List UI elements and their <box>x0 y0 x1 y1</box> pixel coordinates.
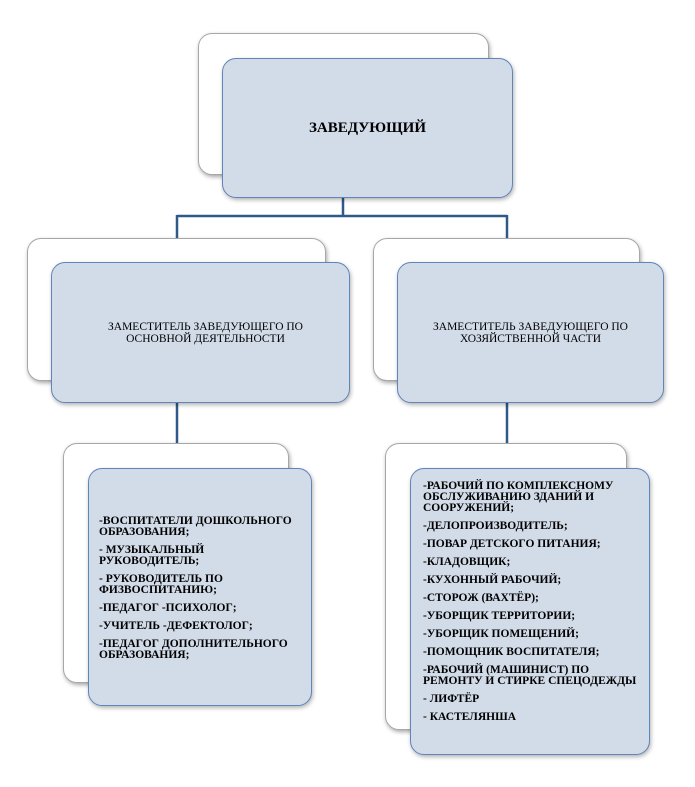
deputy-right-node: ЗАМЕСТИТЕЛЬ ЗАВЕДУЮЩЕГО ПО ХОЗЯЙСТВЕННОЙ… <box>397 262 664 403</box>
staff-right-item: -УБОРЩИК ТЕРРИТОРИИ; <box>423 610 576 622</box>
staff-right-item: -УБОРЩИК ПОМЕЩЕНИЙ; <box>423 628 579 640</box>
staff-right-item: - ЛИФТЁР <box>423 693 480 705</box>
deputy-left-label: ЗАМЕСТИТЕЛЬ ЗАВЕДУЮЩЕГО ПО ОСНОВНОЙ ДЕЯТ… <box>108 320 303 345</box>
staff-right-item: -КЛАДОВЩИК; <box>423 556 511 568</box>
root-node: ЗАВЕДУЮЩИЙ <box>222 58 513 198</box>
staff-left-item: - РУКОВОДИТЕЛЬ ПО ФИЗВОСПИТАНИЮ; <box>99 573 223 596</box>
staff-right-item: -ПОВАР ДЕТСКОГО ПИТАНИЯ; <box>423 538 601 550</box>
staff-right-item: -ПОМОЩНИК ВОСПИТАТЕЛЯ; <box>423 646 600 658</box>
deputy-right-label: ЗАМЕСТИТЕЛЬ ЗАВЕДУЮЩЕГО ПО ХОЗЯЙСТВЕННОЙ… <box>433 320 628 345</box>
deputy-left-node: ЗАМЕСТИТЕЛЬ ЗАВЕДУЮЩЕГО ПО ОСНОВНОЙ ДЕЯТ… <box>51 262 350 403</box>
staff-left-node: -ВОСПИТАТЕЛИ ДОШКОЛЬНОГО ОБРАЗОВАНИЯ; - … <box>88 468 312 706</box>
staff-left-item: -ПЕДАГОГ -ПСИХОЛОГ; <box>99 602 237 614</box>
staff-right-item: -КУХОННЫЙ РАБОЧИЙ; <box>423 574 562 586</box>
staff-left-item: - МУЗЫКАЛЬНЫЙ РУКОВОДИТЕЛЬ; <box>99 544 205 567</box>
staff-right-item: -РАБОЧИЙ ПО КОМПЛЕКСНОМУ ОБСЛУЖИВАНИЮ ЗД… <box>423 480 614 514</box>
staff-left-item: -ВОСПИТАТЕЛИ ДОШКОЛЬНОГО ОБРАЗОВАНИЯ; <box>99 515 292 538</box>
staff-left-item: -ПЕДАГОГ ДОПОЛНИТЕЛЬНОГО ОБРАЗОВАНИЯ; <box>99 638 288 661</box>
staff-right-node: -РАБОЧИЙ ПО КОМПЛЕКСНОМУ ОБСЛУЖИВАНИЮ ЗД… <box>410 468 650 755</box>
staff-left-list: -ВОСПИТАТЕЛИ ДОШКОЛЬНОГО ОБРАЗОВАНИЯ; - … <box>99 515 303 661</box>
staff-right-item: -СТОРОЖ (ВАХТЁР); <box>423 592 539 604</box>
staff-right-item: -РАБОЧИЙ (МАШИНИСТ) ПО РЕМОНТУ И СТИРКЕ … <box>423 664 637 687</box>
staff-right-item: -ДЕЛОПРОИЗВОДИТЕЛЬ; <box>423 520 568 532</box>
root-node-label: ЗАВЕДУЮЩИЙ <box>309 119 426 136</box>
staff-right-item: - КАСТЕЛЯНША <box>423 711 517 723</box>
staff-right-list: -РАБОЧИЙ ПО КОМПЛЕКСНОМУ ОБСЛУЖИВАНИЮ ЗД… <box>423 480 643 723</box>
staff-left-item: -УЧИТЕЛЬ -ДЕФЕКТОЛОГ; <box>99 620 253 632</box>
